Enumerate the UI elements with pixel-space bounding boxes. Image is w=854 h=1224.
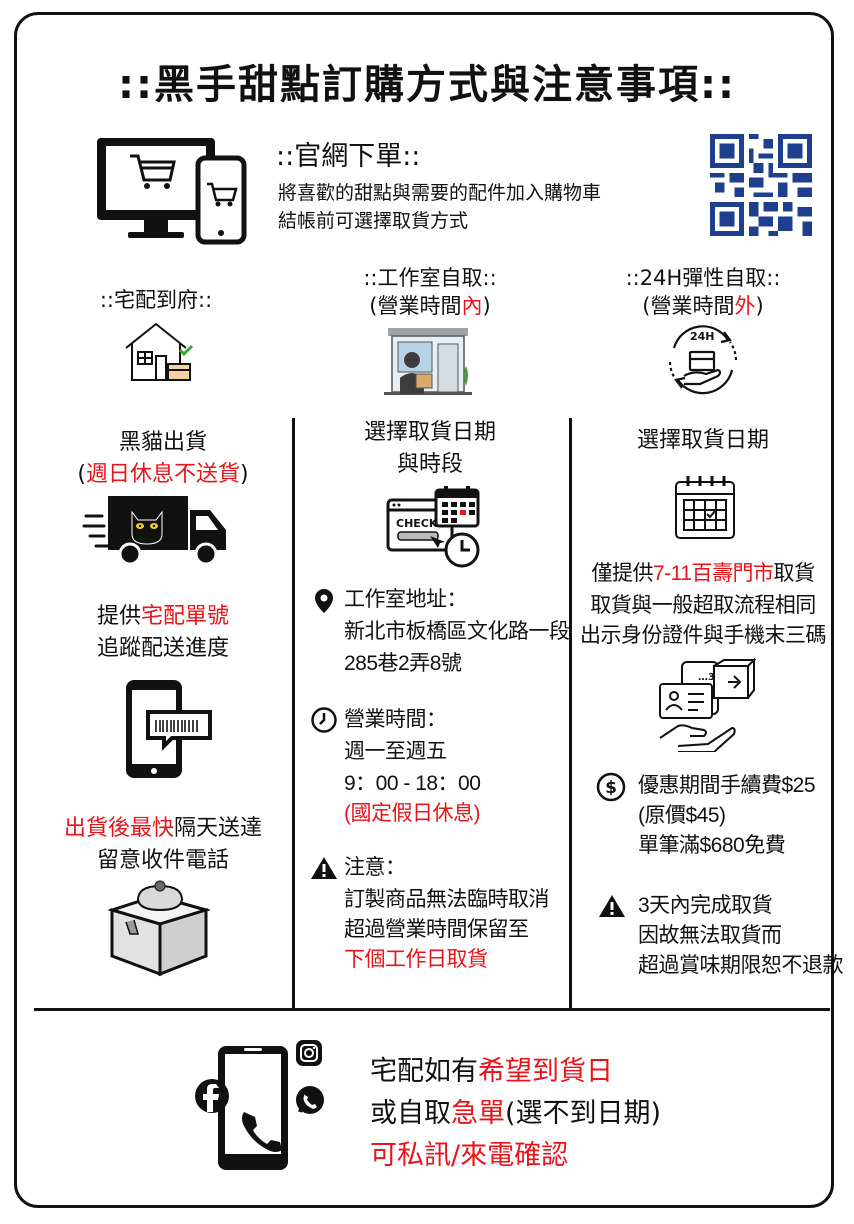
phone-barcode-icon [122,678,214,782]
self24-fee-line1: 優惠期間手續費$25 [638,774,816,797]
id-card-package-icon [656,658,756,752]
qr-code[interactable] [710,134,812,236]
warning-icon [598,894,626,918]
phone-social-icon [192,1038,332,1174]
official-line1: 將喜歡的甜點與需要的配件加入購物車 [278,182,602,204]
studio-address-label: 工作室地址： [344,588,468,611]
self24-id-line: 出示身份證件與手機末三碼 [580,624,827,647]
self24-heading: ::24H彈性自取:: [625,266,781,290]
studio-address-line2: 285巷2弄8號 [344,652,462,675]
delivery-carrier: 黑貓出貨 [118,430,207,455]
self24-warn-line1: 3天內完成取貨 [638,894,773,917]
delivery-tracking-line2: 追蹤配送進度 [96,636,229,661]
studio-note-line2: 超過營業時間保留至 [344,918,529,941]
delivery-fast-line: 出貨後最快隔天送達 [63,816,263,841]
delivery-sunday-note: (週日休息不送貨) [77,462,249,487]
studio-note-label: 注意： [344,856,406,879]
self24-warn-line3: 超過賞味期限恕不退款 [638,954,844,977]
studio-note-line1: 訂製商品無法臨時取消 [344,888,550,911]
self24-fee-line2: (原價$45) [638,804,726,827]
studio-time-range: 9：00 - 18：00 [344,772,481,795]
cake-box-icon [108,880,210,978]
delivery-tracking-line1: 提供宅配單號 [96,604,230,629]
calendar-check-icon [386,486,482,570]
calendar-icon [670,472,740,542]
column-divider-right [569,418,572,1008]
page-title: ::黑手甜點訂購方式與注意事項:: [118,62,736,108]
studio-time-days: 週一至週五 [344,740,447,763]
location-pin-icon [314,588,334,614]
page-frame [14,12,834,1208]
contact-line2: 或自取急單(選不到日期) [370,1098,662,1129]
delivery-heading: ::宅配到府:: [99,288,213,312]
check-label: CHECK [396,517,438,530]
self24-hours-note: (營業時間外) [642,294,764,318]
delivery-phone-notice: 留意收件電話 [96,848,229,873]
self24-choose: 選擇取貨日期 [636,428,769,453]
studio-address-line1: 新北市板橋區文化路一段 [344,620,570,643]
dollar-icon: $ [596,772,626,802]
studio-choose-line1: 選擇取貨日期 [363,420,496,445]
storefront-sign [380,328,420,344]
studio-time-label: 營業時間： [344,708,447,731]
svg-text:$: $ [605,778,617,798]
self24-store-line: 僅提供7-11百壽門市取貨 [591,562,815,585]
column-divider-left [292,418,295,1008]
contact-line1: 宅配如有希望到貨日 [370,1056,613,1087]
studio-hours-note: (營業時間內) [369,294,491,318]
24h-pickup-icon [662,318,744,404]
self24-flow-line: 取貨與一般超取流程相同 [590,594,816,617]
studio-note-line3: 下個工作日取貨 [344,948,488,971]
delivery-truck-icon [82,494,232,566]
clock-icon [310,706,338,734]
section-divider [34,1008,830,1011]
24h-badge: 24H [690,330,715,343]
studio-choose-line2: 與時段 [396,452,463,477]
official-line2: 結帳前可選擇取貨方式 [278,210,469,232]
house-icon [122,318,198,384]
box-label: …3 [698,672,715,683]
contact-line3[interactable]: 可私訊/來電確認 [370,1140,569,1171]
studio-time-holiday: (國定假日休息) [344,802,481,825]
computer-phone-icon [94,134,254,246]
official-heading: ::官網下單:: [276,141,421,172]
storefront-icon [380,314,476,396]
warning-icon [310,856,338,880]
self24-warn-line2: 因故無法取貨而 [638,924,782,947]
self24-fee-line3: 單筆滿$680免費 [638,834,786,857]
studio-heading: ::工作室自取:: [363,266,497,290]
